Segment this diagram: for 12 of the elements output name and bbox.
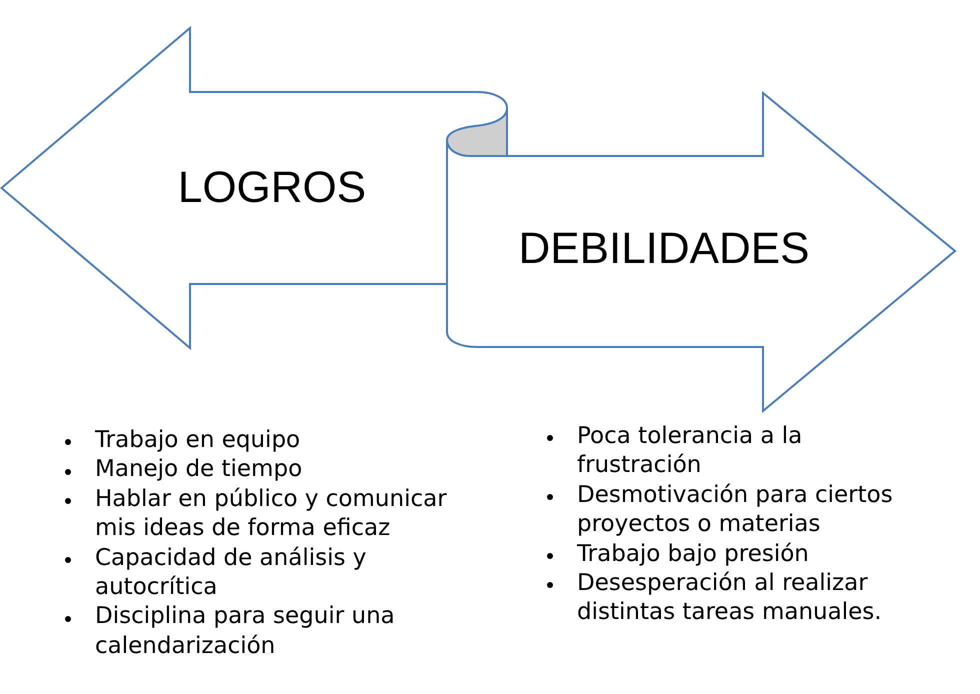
arrow-label: DEBILIDADES xyxy=(518,224,810,274)
right-arrow-shape xyxy=(445,91,957,413)
arrow-label: LOGROS xyxy=(178,163,366,213)
list-item: Disciplina para seguir una calendarización xyxy=(95,602,396,661)
list-item: Trabajo bajo presión xyxy=(577,540,810,569)
list-item: Capacidad de análisis y autocrítica xyxy=(95,544,368,602)
list-item: Manejo de tiempo xyxy=(95,455,304,484)
list-item: Poca tolerancia a la frustración xyxy=(577,422,804,480)
list-item: Trabajo en equipo xyxy=(95,426,302,455)
list-item: Desmotivación para ciertos proyectos o materias xyxy=(577,480,894,540)
list-item: Hablar en público y comunicar mis ideas de forma eficaz xyxy=(95,484,448,544)
list-item: Desesperación al realizar distintas tareas manuales. xyxy=(577,569,883,628)
